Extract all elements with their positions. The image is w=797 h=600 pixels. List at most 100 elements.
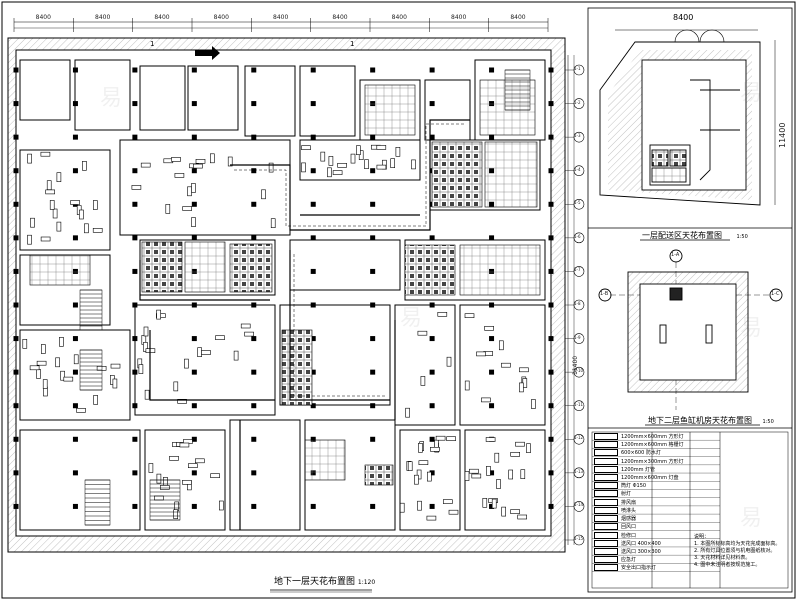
watermark: 易 [740,316,763,341]
legend-symbol [594,433,618,440]
top-dimension: 8400 [510,14,526,21]
detail1-title: 一层配送区天花布置图 1:50 [642,231,748,242]
top-dimension: 8400 [35,14,51,21]
top-dimension: 8400 [273,14,289,21]
legend-symbol [594,523,618,531]
axis-bubble-label: 1-2 [574,99,581,105]
main-plan-scale: 1:120 [357,579,376,586]
axis-bubble-label: 1-6 [574,233,581,239]
watermark: 易 [740,506,763,531]
legend-row: 应急灯 [594,556,636,564]
legend-symbol [594,457,618,465]
legend-symbol [594,547,618,555]
legend-label: 1200mm×600mm 格栅灯 [621,442,684,449]
detail2-title: 地下二层鱼缸机房天花布置图 1:50 [648,416,774,427]
top-dimension: 8400 [451,14,467,21]
detail2-axis-right: 1-C [771,291,780,297]
section-tag-1: 1 [150,40,155,48]
main-plan-title-text: 地下一层天花布置图 [274,577,356,587]
legend-symbol [594,449,618,457]
legend-row: 安全出口指示灯 [594,564,656,572]
legend-row: 1200mm 灯管 [594,465,656,474]
legend-row: 射灯 [594,490,631,498]
legend-symbol [594,539,618,547]
legend-row: 排风扇 [594,498,636,507]
legend-symbol [594,482,618,490]
watermark: 易 [400,306,423,331]
legend-symbol [594,474,618,482]
legend-label: 烟感器 [621,516,637,523]
legend-symbol [594,498,618,506]
top-dimension: 8400 [95,14,111,21]
watermark: 易 [740,81,763,106]
legend-symbol [594,531,618,539]
axis-bubble-label: 1-13 [574,468,584,474]
legend-label: 回风口 [621,524,637,531]
top-dimension: 8400 [154,14,170,21]
detail2-title-text: 地下二层鱼缸机房天花布置图 [648,416,752,425]
legend-label: 应急灯 [621,557,637,564]
legend-label: 筒灯 Φ150 [621,483,647,490]
top-dimension: 8400 [391,14,407,21]
axis-bubble-label: 1-5 [574,200,581,206]
detail1-scale: 1:50 [736,234,748,240]
legend-label: 1200mm×300mm 方形灯 [621,458,684,465]
legend-label: 1200mm×600mm 方形灯 [621,434,684,440]
axis-bubble-label: 1-1 [574,66,581,71]
legend-label: 射灯 [621,491,632,498]
axis-bubble-label: 1-15 [574,536,584,541]
legend-row: 1200mm×600mm 灯盘 [594,474,679,482]
section-tag-2: 1 [350,40,355,48]
legend-label: 喷淋头 [621,507,637,514]
legend-row: 600×600 防水灯 [594,449,661,457]
legend-symbol [594,490,618,498]
axis-bubble-label: 1-14 [574,502,584,508]
axis-bubble-label: 1-10 [574,368,584,374]
legend-note: 2. 所有灯具位置须与机电图纸核对。 [694,548,776,554]
axis-bubble-label: 1-4 [574,166,581,172]
legend-row: 筒灯 Φ150 [594,482,646,490]
legend-row: 检修口 [594,531,637,540]
detail2-axis-left: 1-B [600,291,609,297]
legend-label: 送风口 300×300 [621,548,661,555]
legend-symbol [594,441,618,449]
legend-label: 1200mm 灯管 [621,466,656,473]
detail2-axis-top: 1-A [671,252,680,258]
axis-bubble-label: 1-12 [574,435,584,441]
axis-bubble-label: 1-9 [574,334,581,340]
legend-row: 烟感器 [594,515,636,523]
axis-bubble-label: 1-8 [574,301,581,306]
detail1-title-text: 一层配送区天花布置图 [642,231,722,240]
axis-bubble-label: 1-11 [574,401,584,407]
legend-symbol [594,564,618,572]
legend-notes: 说明： 1. 本图所标标高均为天花完成面标高。 2. 所有灯具位置须与机电图纸核… [694,534,780,569]
legend-label: 送风口 400×400 [621,540,661,547]
legend-row: 送风口 400×400 [594,539,661,548]
watermark: 易 [100,86,123,111]
legend-label: 1200mm×600mm 灯盘 [621,475,679,482]
main-plan-title: 地下一层天花布置图 1:120 [274,578,375,587]
legend-note: 3. 天花材料详见材料表。 [694,555,751,561]
legend-symbol [594,506,618,514]
legend-row: 1200mm×600mm 格栅灯 [594,441,684,449]
axis-bubble-label: 1-3 [574,133,581,139]
detail2-scale: 1:50 [762,419,774,425]
legend-notes-title: 说明： [694,534,710,540]
legend-row: 送风口 300×300 [594,547,661,556]
legend-note: 4. 图中未注明者按规范施工。 [694,562,761,568]
legend-symbol [594,556,618,564]
legend-row: 喷淋头 [594,506,637,515]
legend-row: 1200mm×300mm 方形灯 [594,457,684,466]
axis-bubble-label: 1-7 [574,267,581,273]
legend-symbol [594,465,618,473]
top-dimension: 8400 [213,14,229,21]
detail1-dim-right: 11400 [778,122,787,148]
detail1-dim-top: 8400 [673,13,694,22]
legend-label: 检修口 [621,532,637,539]
legend-label: 安全出口指示灯 [621,565,657,572]
legend-symbol [594,515,618,523]
legend-row: 回风口 [594,523,636,531]
legend-note: 1. 本图所标标高均为天花完成面标高。 [694,541,781,547]
